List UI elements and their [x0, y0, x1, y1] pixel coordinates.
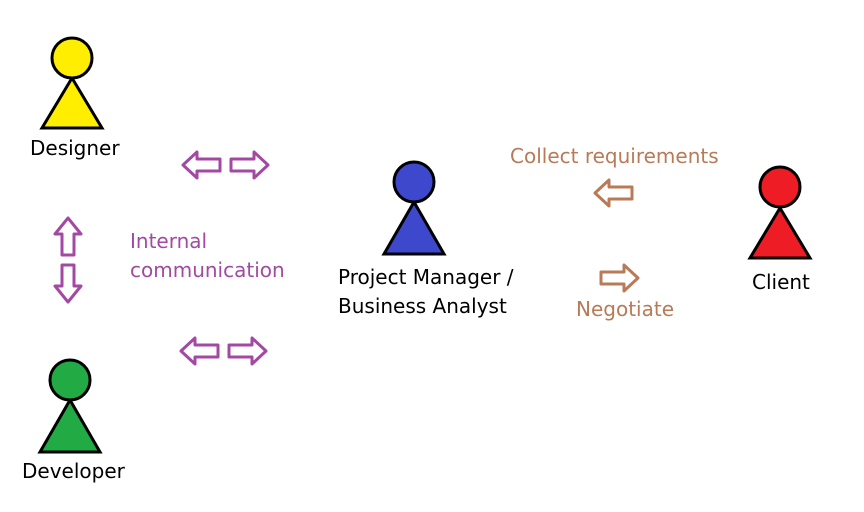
client-head: [758, 165, 802, 209]
collect-requirements-label: Collect requirements: [510, 144, 719, 168]
client-label: Client: [752, 270, 810, 294]
developer-head: [48, 358, 92, 402]
arrow-right-icon: [599, 263, 640, 293]
arrow-left-icon: [179, 336, 220, 366]
internal-label-line2: communication: [130, 258, 285, 282]
developer-label: Developer: [22, 459, 125, 483]
arrow-left-icon: [593, 178, 634, 208]
client-figure: [747, 165, 813, 260]
developer-figure: [37, 358, 103, 454]
arrow-left-icon: [181, 150, 222, 180]
manager-label-line2: Business Analyst: [338, 294, 507, 318]
manager-head: [392, 160, 436, 204]
designer-label: Designer: [30, 136, 120, 160]
client-body: [747, 205, 813, 260]
negotiate-label: Negotiate: [576, 297, 674, 321]
manager-label-line1: Project Manager /: [338, 265, 514, 289]
arrow-right-icon: [229, 150, 270, 180]
designer-body: [39, 75, 105, 130]
arrow-down-icon: [53, 263, 83, 304]
designer-head: [50, 36, 94, 80]
manager-body: [381, 198, 447, 256]
arrow-up-icon: [53, 216, 83, 257]
designer-figure: [39, 36, 105, 130]
manager-figure: [381, 160, 447, 256]
developer-body: [37, 396, 103, 454]
arrow-right-icon: [227, 336, 268, 366]
internal-label-line1: Internal: [130, 229, 208, 253]
